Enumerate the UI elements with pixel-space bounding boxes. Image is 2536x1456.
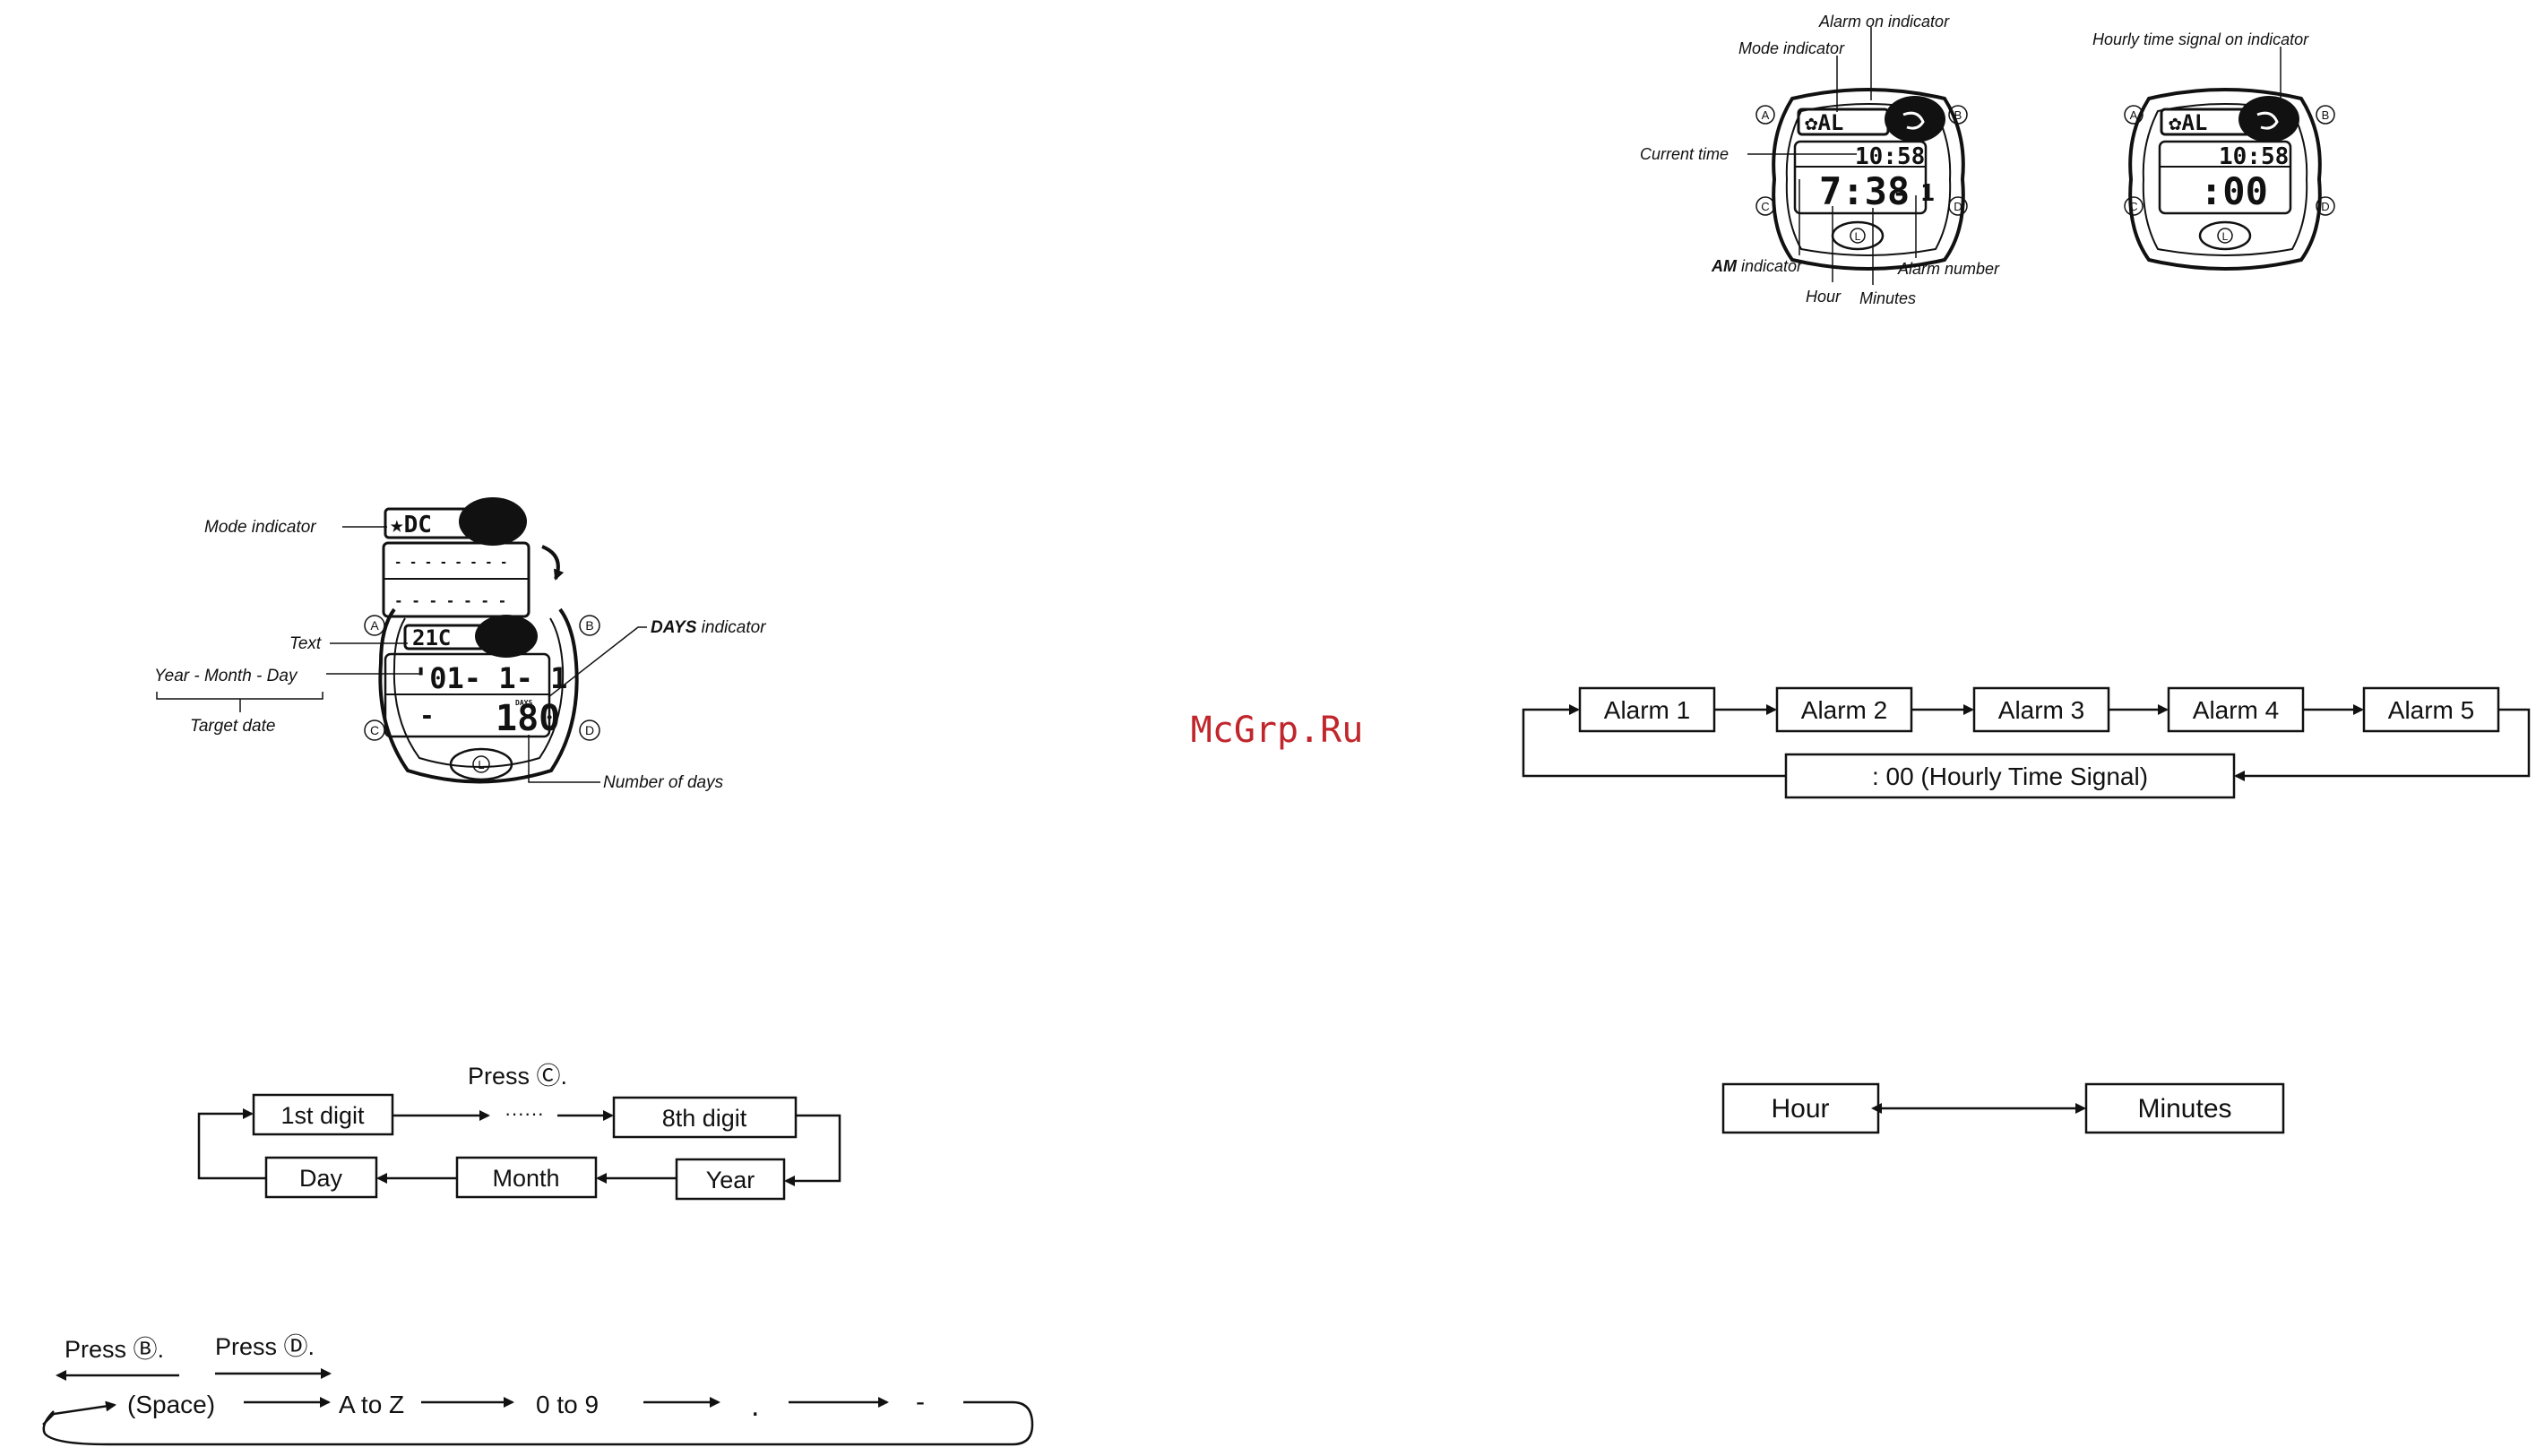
digit-dots: ······ <box>505 1102 544 1124</box>
alarm-button-d: D <box>1954 200 1962 213</box>
dc-dashes-bottom: - - - - - - - <box>394 592 506 609</box>
alarm-number-lcd: - 1 <box>1893 180 1935 207</box>
dc-mode-ball <box>459 497 527 546</box>
dc-watch-illustration: ★DC - - - - - - - - - - - - - - - 21C '0… <box>156 497 647 784</box>
dc-days-tag-lcd: DAYS <box>515 699 532 707</box>
char-cycle-flow: Press Ⓑ. Press Ⓓ. (Space) A to Z 0 to 9 … <box>42 1333 1034 1446</box>
eighth-digit-label: 8th digit <box>662 1105 747 1132</box>
alarm-button-a: A <box>1762 108 1770 122</box>
alarm-2-label: Alarm 2 <box>1801 696 1887 724</box>
hourly-mode-lcd: ✿AL <box>2169 110 2207 135</box>
char-press-b: Press Ⓑ. <box>65 1336 164 1363</box>
label-alarm-mode-indicator: Mode indicator <box>1738 39 1845 57</box>
label-dc-ymd: Year - Month - Day <box>154 667 298 685</box>
char-a-to-z: A to Z <box>339 1391 404 1418</box>
alarm-cycle-flow: Alarm 1 Alarm 2 Alarm 3 Alarm 4 Alarm 5 … <box>1522 686 2531 799</box>
label-dc-mode-indicator: Mode indicator <box>204 518 316 537</box>
label-minutes: Minutes <box>1859 289 1916 307</box>
label-dc-days-suffix: indicator <box>696 618 766 637</box>
hourly-button-d: D <box>2321 200 2329 213</box>
label-am-indicator: AM indicator <box>1711 257 1803 275</box>
dc-count-lcd: 180 <box>496 698 560 739</box>
minutes-box <box>2084 1082 2285 1134</box>
label-alarm-on-indicator: Alarm on indicator <box>1818 13 1950 30</box>
hour-minutes-flow: Hour Minutes <box>1721 1082 2285 1134</box>
label-dc-days: DAYS <box>651 618 697 637</box>
eighth-digit-box <box>612 1096 798 1139</box>
hourly-l-button: L <box>2222 230 2229 243</box>
hour-label: Hour <box>1771 1094 1829 1124</box>
dc-button-b: B <box>585 618 593 633</box>
hourly-signal-label: : 00 (Hourly Time Signal) <box>1872 762 2148 790</box>
alarm-4-label: Alarm 4 <box>2193 696 2279 724</box>
alarm-button-b: B <box>1954 108 1962 122</box>
watermark: McGrp.Ru <box>1191 710 1364 751</box>
dc-text-lcd: 21C <box>412 625 451 650</box>
alarm-current-time-lcd: 10:58 <box>1855 143 1925 170</box>
char-dash: - <box>916 1387 925 1417</box>
dc-minus-lcd: - <box>419 701 435 730</box>
dc-mode-lcd: ★DC <box>390 512 432 538</box>
dc-text-ball <box>475 615 538 658</box>
label-dc-target-date: Target date <box>190 717 275 736</box>
dc-button-d: D <box>585 723 594 737</box>
label-alarm-number: Alarm number <box>1897 260 2000 278</box>
hourly-watch-illustration: ✿AL 10:58 :00 L A B C D <box>2124 47 2335 271</box>
label-dc-text: Text <box>289 634 322 653</box>
label-am-suffix: indicator <box>1737 257 1803 275</box>
alarm-3-label: Alarm 3 <box>1998 696 2084 724</box>
month-label: Month <box>492 1165 559 1192</box>
label-current-time: Current time <box>1640 145 1729 163</box>
alarm-1-label: Alarm 1 <box>1604 696 1690 724</box>
alarm-watch-illustration: ✿AL 10:58 7:38 - 1 L A B C D <box>1747 27 1968 285</box>
dc-button-a: A <box>370 618 379 633</box>
dc-l-button: L <box>478 758 484 771</box>
alarm-5-label: Alarm 5 <box>2388 696 2474 724</box>
char-space: (Space) <box>127 1391 215 1418</box>
year-label: Year <box>706 1167 755 1193</box>
hourly-button-a: A <box>2130 108 2138 122</box>
alarm-time-lcd: 7:38 <box>1819 169 1910 213</box>
hourly-current-time-lcd: 10:58 <box>2219 143 2289 170</box>
day-label: Day <box>299 1165 343 1192</box>
digit-cycle-flow: Press Ⓒ. 1st digit 8th digit ······ Year… <box>197 1063 841 1201</box>
label-dc-days-indicator: DAYS indicator <box>651 618 766 637</box>
hourly-button-b: B <box>2322 108 2330 122</box>
alarm-button-c: C <box>1761 200 1769 213</box>
hourly-on-ball <box>2238 96 2299 142</box>
digit-press-c: Press Ⓒ. <box>468 1063 567 1090</box>
alarm-mode-lcd: ✿AL <box>1805 110 1843 135</box>
label-hourly-signal-indicator: Hourly time signal on indicator <box>2092 30 2309 48</box>
hourly-button-c: C <box>2129 200 2137 213</box>
char-period: . <box>751 1389 759 1423</box>
minutes-label: Minutes <box>2137 1094 2231 1124</box>
char-press-d: Press Ⓓ. <box>215 1333 315 1360</box>
label-hour: Hour <box>1806 288 1842 306</box>
label-am: AM <box>1711 257 1738 275</box>
char-0-to-9: 0 to 9 <box>536 1391 599 1418</box>
label-dc-number-days: Number of days <box>603 773 724 792</box>
dc-date-lcd: '01- 1- 1 <box>412 661 567 695</box>
dc-button-c: C <box>370 723 379 737</box>
hourly-signal-lcd: :00 <box>2200 169 2268 213</box>
alarm-l-button: L <box>1855 230 1861 243</box>
dc-dashes-top: - - - - - - - - <box>394 556 507 570</box>
first-digit-label: 1st digit <box>280 1102 365 1129</box>
alarm-on-ball <box>1885 96 1945 142</box>
